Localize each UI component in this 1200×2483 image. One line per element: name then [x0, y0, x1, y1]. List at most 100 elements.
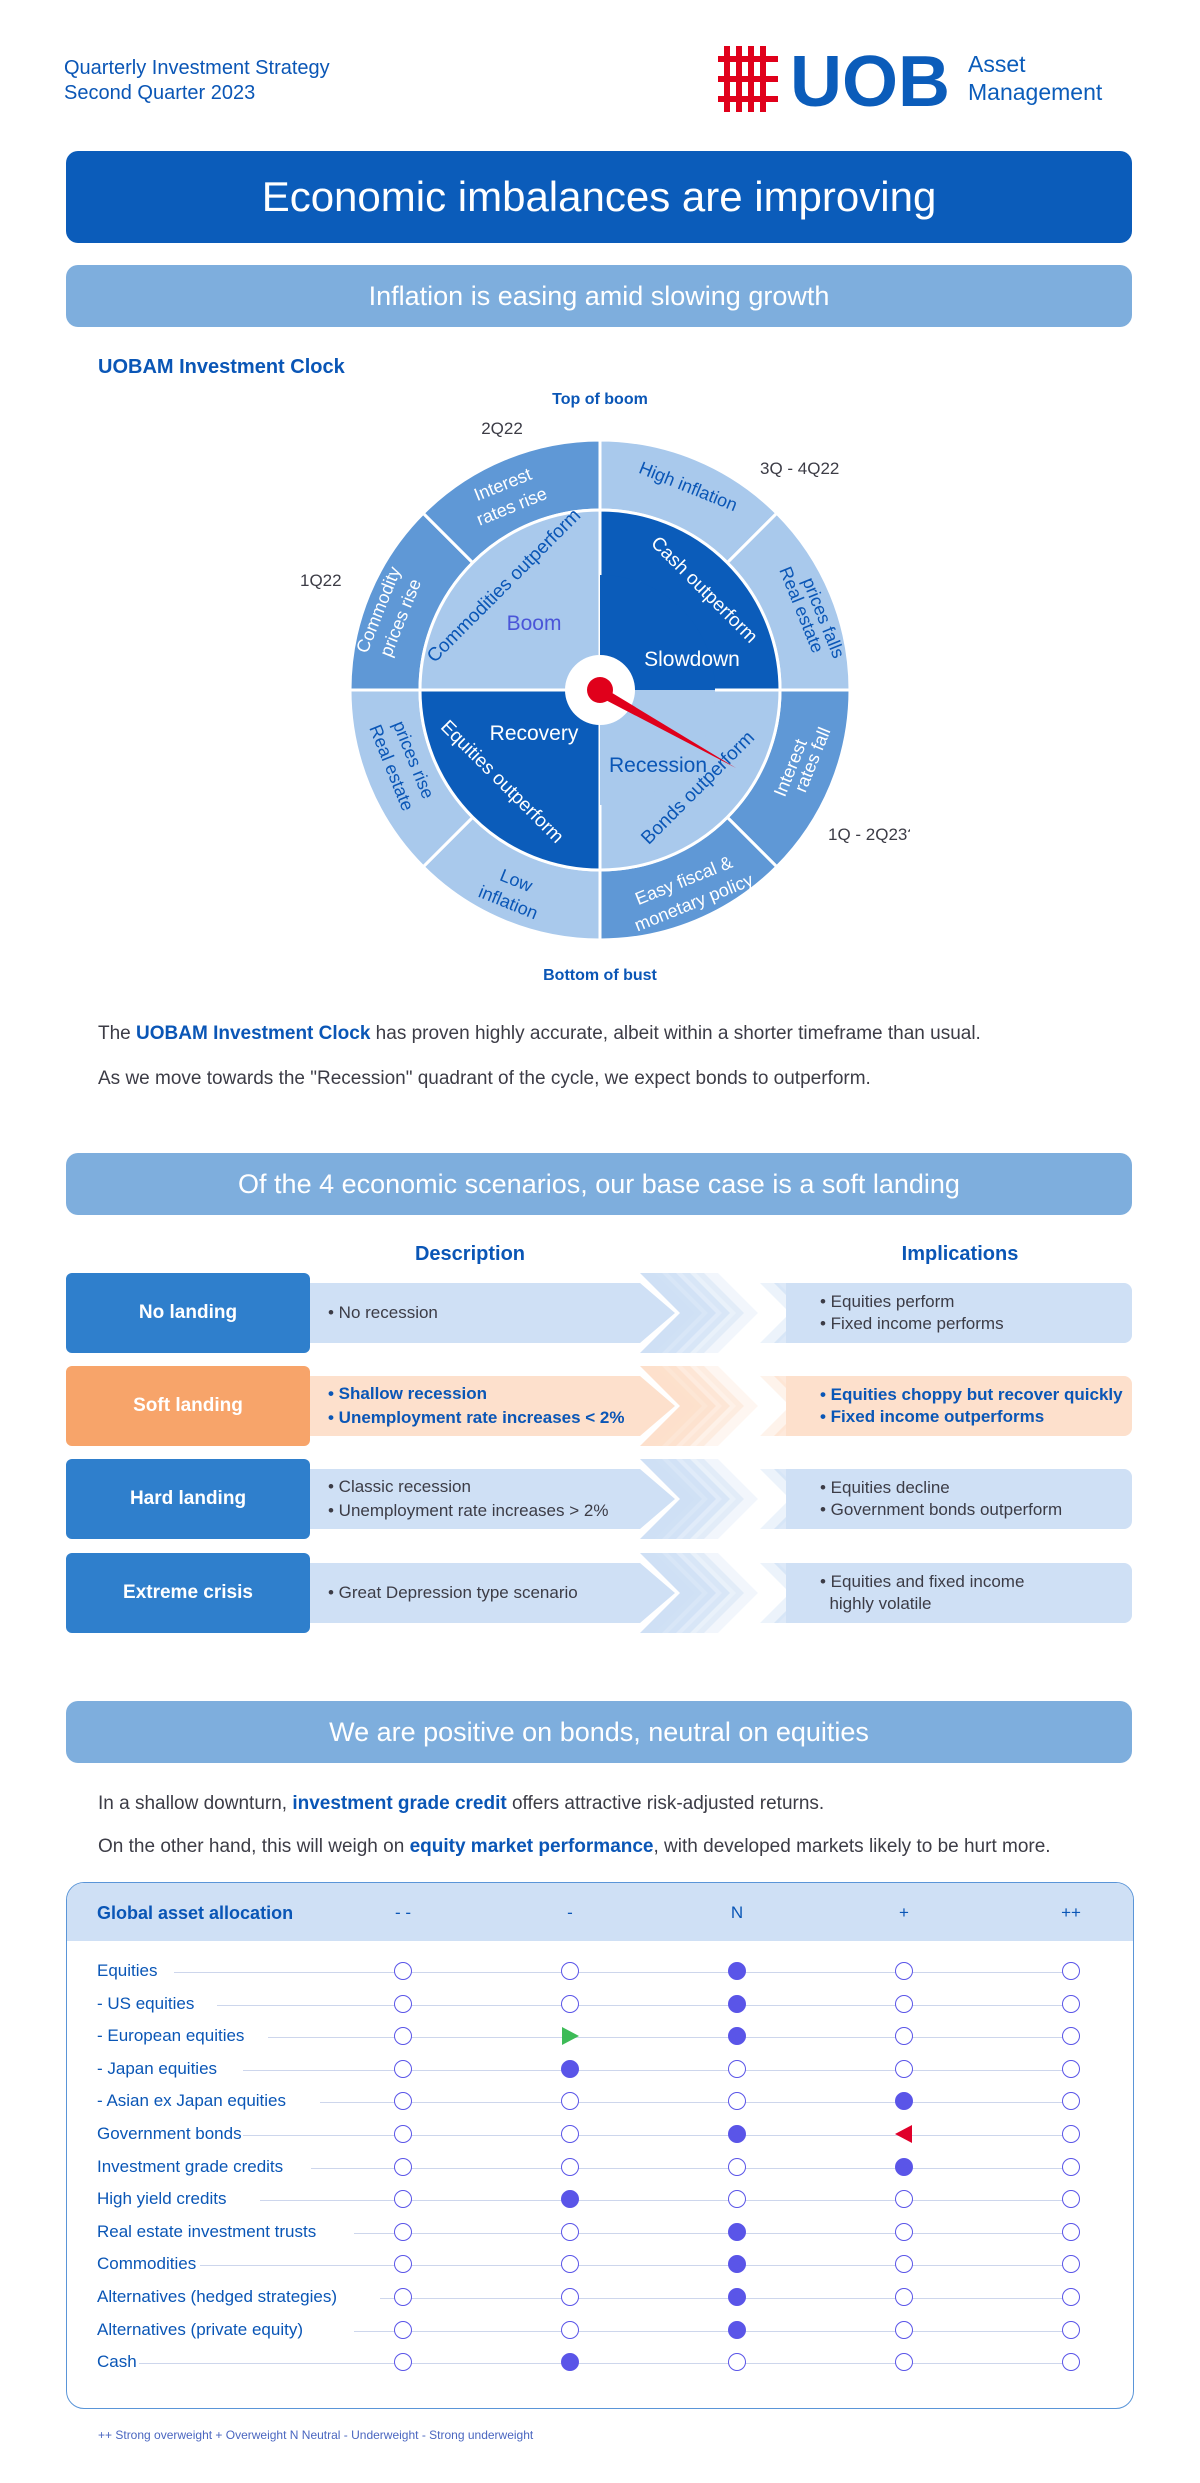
quadrant-recovery — [418, 688, 602, 872]
implication-box — [786, 1283, 1132, 1343]
allocation-dot — [394, 2320, 412, 2339]
allocation-row-label: - European equities — [97, 2026, 245, 2046]
quarter-2q22: 2Q22 — [481, 419, 523, 438]
allocation-dot — [895, 2190, 913, 2209]
allocation-dot-selected — [728, 1962, 746, 1980]
allocation-dot — [895, 1962, 913, 1980]
clock-name-highlight: UOBAM Investment Clock — [136, 1023, 371, 1044]
scenario-arrow — [300, 1366, 758, 1446]
label-recession: Recession — [609, 754, 707, 777]
uob-logo-mark: UOB Asset Management — [718, 42, 1103, 122]
quarter-1q22: 1Q22 — [300, 571, 342, 590]
upgrade-arrow-icon — [562, 2027, 579, 2046]
allocation-dot — [561, 2255, 579, 2274]
logo-sub-1: Asset — [968, 51, 1026, 77]
allocation-dot — [728, 2092, 746, 2111]
allocation-legend: ++ Strong overweight + Overweight N Neut… — [98, 2428, 534, 2442]
label-recovery: Recovery — [490, 722, 579, 745]
allocation-row-label: Real estate investment trusts — [97, 2221, 317, 2241]
allocation-dot — [895, 2288, 913, 2306]
report-subtitle: Quarterly Investment Strategy Second Qua… — [64, 56, 330, 106]
scale-label: + — [899, 1903, 909, 1922]
label-slowdown: Slowdown — [644, 648, 740, 671]
allocation-row: Cash — [97, 2350, 1097, 2383]
downgrade-arrow-icon — [895, 2125, 912, 2143]
clock-paragraph-1: The UOBAM Investment Clock has proven hi… — [98, 1023, 981, 1044]
allocation-row: Alternatives (private equity) — [97, 2318, 1097, 2351]
allocation-dot — [895, 2059, 913, 2078]
allocation-paragraph-2: On the other hand, this will weigh on eq… — [98, 1836, 1051, 1857]
allocation-dot — [394, 2288, 412, 2306]
allocation-row: - European equities — [97, 2024, 1097, 2057]
scenario-label: Hard landing — [66, 1459, 310, 1539]
allocation-row-label: - US equities — [97, 1993, 195, 2013]
allocation-dot — [561, 1994, 579, 2013]
scale-label: - - — [394, 1903, 412, 1922]
allocation-dot — [394, 2222, 412, 2241]
top-of-boom-label: Top of boom — [552, 391, 648, 408]
allocation-dot — [895, 2222, 913, 2241]
scenario-description: • No recession — [328, 1303, 438, 1322]
scenario-implication: • Equities and fixed income highly volat… — [820, 1572, 1025, 1613]
allocation-dot — [561, 2157, 579, 2176]
allocation-row: - Asian ex Japan equities — [97, 2089, 1097, 2122]
logo-text: UOB — [790, 42, 950, 117]
ig-credit-highlight: investment grade credit — [292, 1793, 507, 1814]
investment-clock: Top of boom Bottom of bust 2Q22 3Q - 4Q2… — [300, 391, 910, 984]
scenario-label: No landing — [66, 1273, 310, 1353]
allocation-dot — [1062, 2059, 1080, 2078]
allocation-dot — [394, 1994, 412, 2013]
label-boom: Boom — [507, 612, 562, 635]
allocation-row-label: High yield credits — [97, 2189, 227, 2209]
logo-sub-2: Management — [968, 79, 1103, 105]
allocation-title: Global asset allocation — [97, 1903, 294, 1923]
allocation-row: Government bonds — [97, 2122, 1097, 2155]
allocation-dot — [728, 2353, 746, 2372]
allocation-dot-selected — [561, 2353, 579, 2372]
allocation-row: Alternatives (hedged strategies) — [97, 2285, 1097, 2318]
scale-label: - — [567, 1903, 573, 1922]
allocation-dot — [394, 2092, 412, 2111]
scenario-implication: • Equities perform• Fixed income perform… — [820, 1292, 1004, 1333]
scale-label: ++ — [1061, 1903, 1081, 1922]
allocation-dot — [728, 2157, 746, 2176]
scenario-description: • Shallow recession• Unemployment rate i… — [328, 1384, 625, 1427]
allocation-dot-selected — [728, 2288, 746, 2306]
allocation-dot — [895, 2320, 913, 2339]
allocation-row-label: Commodities — [97, 2254, 197, 2274]
allocation-dot — [1062, 2288, 1080, 2306]
clock-pivot — [587, 677, 613, 703]
report-period: Second Quarter 2023 — [64, 82, 256, 104]
allocation-dot-selected — [561, 2190, 579, 2209]
allocation-row-label: Cash — [97, 2352, 137, 2372]
equity-highlight: equity market performance — [409, 1836, 654, 1857]
report-type: Quarterly Investment Strategy — [64, 57, 330, 79]
allocation-dot — [1062, 2092, 1080, 2111]
allocation-dot — [394, 1962, 412, 1980]
scenario-implication: • Equities decline• Government bonds out… — [820, 1478, 1063, 1519]
allocation-row-label: Equities — [97, 1961, 158, 1980]
allocation-dot — [895, 2255, 913, 2274]
allocation-dot — [561, 2222, 579, 2241]
allocation-row: - US equities — [97, 1992, 1097, 2025]
scenario-description: • Classic recession• Unemployment rate i… — [328, 1477, 609, 1520]
allocation-dot — [895, 1994, 913, 2013]
allocation-dot-selected — [895, 2157, 913, 2176]
allocation-row: Real estate investment trusts — [97, 2220, 1097, 2253]
allocation-dot — [895, 2027, 913, 2046]
main-headline: Economic imbalances are improving — [66, 151, 1132, 243]
description-header: Description — [414, 1243, 526, 1265]
allocation-dot — [561, 2092, 579, 2111]
allocation-dot — [561, 1962, 579, 1980]
allocation-row: Investment grade credits — [97, 2155, 1097, 2188]
allocation-dot — [1062, 1994, 1080, 2013]
bottom-of-bust-label: Bottom of bust — [543, 967, 657, 984]
allocation-dot — [728, 2059, 746, 2078]
scenario-arrow — [300, 1273, 758, 1353]
allocation-row: Equities — [97, 1959, 1097, 1992]
allocation-dot-selected — [728, 2255, 746, 2274]
section-1-title: Inflation is easing amid slowing growth — [66, 265, 1132, 327]
allocation-header-bar — [67, 1883, 1133, 1941]
allocation-dot — [561, 2320, 579, 2339]
allocation-dot-selected — [728, 1994, 746, 2013]
